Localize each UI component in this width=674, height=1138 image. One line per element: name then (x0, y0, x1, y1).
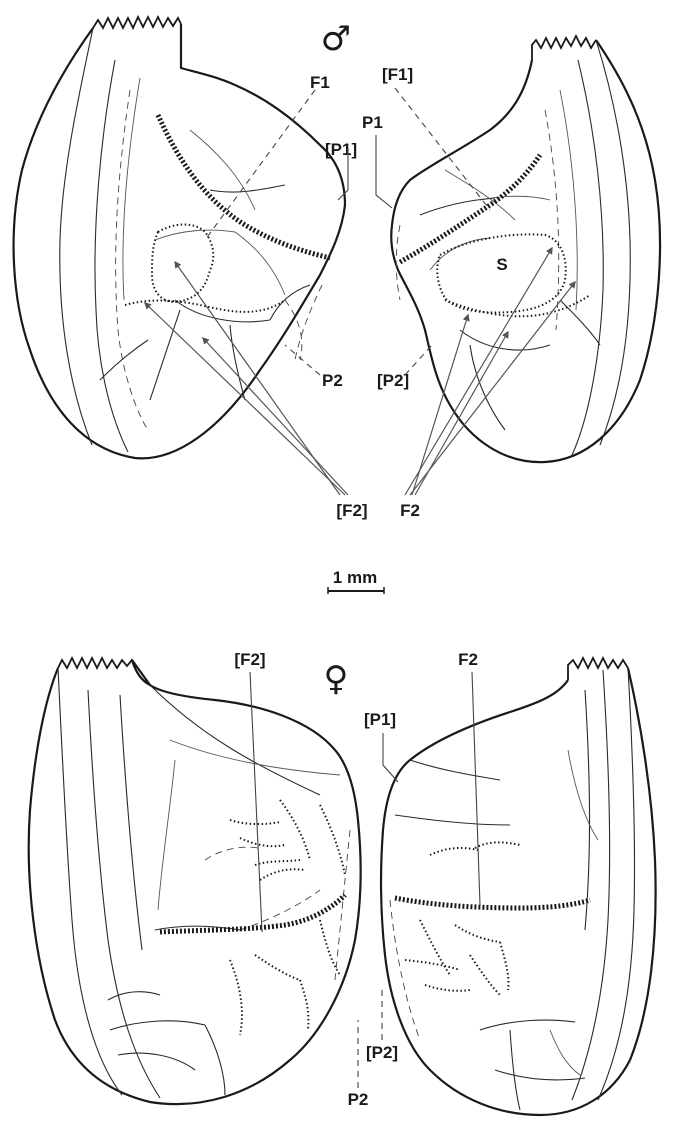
female-label-p2-bracket: [P2] (366, 1043, 398, 1062)
male-left-f1-band (158, 115, 330, 258)
scale-bar: 1 mm (328, 568, 384, 594)
male-symbol: ♂ (321, 19, 351, 59)
male-label-f1: F1 (310, 73, 330, 92)
male-label-p2-bracket: [P2] (377, 371, 409, 390)
female-right-shell (381, 658, 656, 1115)
scale-bar-label: 1 mm (333, 568, 377, 587)
female-label-f2-bracket: [F2] (234, 650, 265, 669)
female-left-shell (29, 658, 361, 1104)
male-label-p1-bracket: [P1] (325, 140, 357, 159)
male-right-tooth-crest (532, 36, 596, 60)
female-right-tooth-crest (568, 658, 628, 680)
male-label-f1-bracket: [F1] (382, 65, 413, 84)
male-label-s: S (496, 255, 507, 274)
female-label-p1-bracket: [P1] (364, 710, 396, 729)
male-label-f2-bracket: [F2] (336, 501, 367, 520)
female-label-p2: P2 (348, 1090, 369, 1109)
male-right-outline (391, 40, 660, 462)
male-left-tooth-crest (93, 17, 181, 28)
male-label-f2: F2 (400, 501, 420, 520)
female-panel: ♀ (29, 650, 656, 1115)
female-right-f2-band (395, 898, 590, 908)
male-left-outline (14, 24, 345, 458)
male-label-p1: P1 (362, 113, 383, 132)
female-symbol: ♀ (324, 659, 349, 699)
male-right-shell (391, 36, 660, 462)
female-left-outline (29, 660, 361, 1104)
male-panel: ♂ (14, 17, 660, 520)
female-label-f2: F2 (458, 650, 478, 669)
male-left-shell (14, 17, 345, 458)
female-right-outline (381, 668, 656, 1115)
male-left-s-region (152, 225, 213, 303)
male-label-p2: P2 (322, 371, 343, 390)
female-left-tooth-crest (58, 658, 132, 668)
male-right-f1-band (400, 155, 540, 262)
